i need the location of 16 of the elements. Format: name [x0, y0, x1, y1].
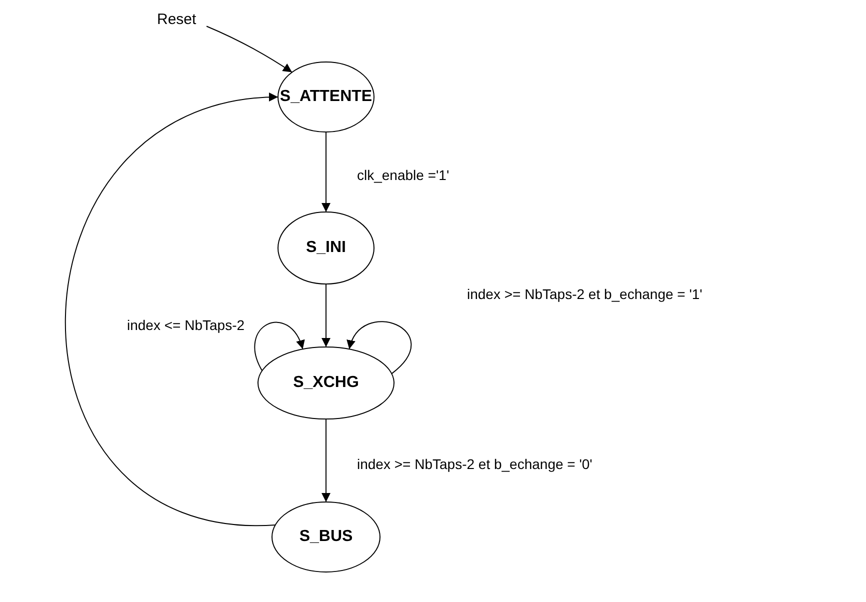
- transition-arrow: [322, 132, 330, 212]
- edge-label: clk_enable ='1': [356, 168, 450, 182]
- transition-arrow: [254, 322, 304, 372]
- reset-label: Reset: [157, 12, 196, 27]
- edge-label: index >= NbTaps-2 et b_echange = '0': [356, 457, 594, 471]
- transition-arrow: [348, 321, 412, 374]
- transition-arrow: [206, 26, 293, 73]
- state-name: S_BUS: [299, 529, 353, 545]
- edge-label: index >= NbTaps-2 et b_echange = '1': [466, 287, 704, 301]
- state-name: S_ATTENTE: [280, 89, 372, 105]
- edge-label: index <= NbTaps-2: [126, 318, 246, 332]
- state-name: S_XCHG: [293, 375, 359, 391]
- transition-arrow: [322, 418, 330, 502]
- transition-arrow: [64, 94, 278, 526]
- state-name: S_INI: [306, 240, 346, 256]
- transition-arrow: [322, 284, 330, 348]
